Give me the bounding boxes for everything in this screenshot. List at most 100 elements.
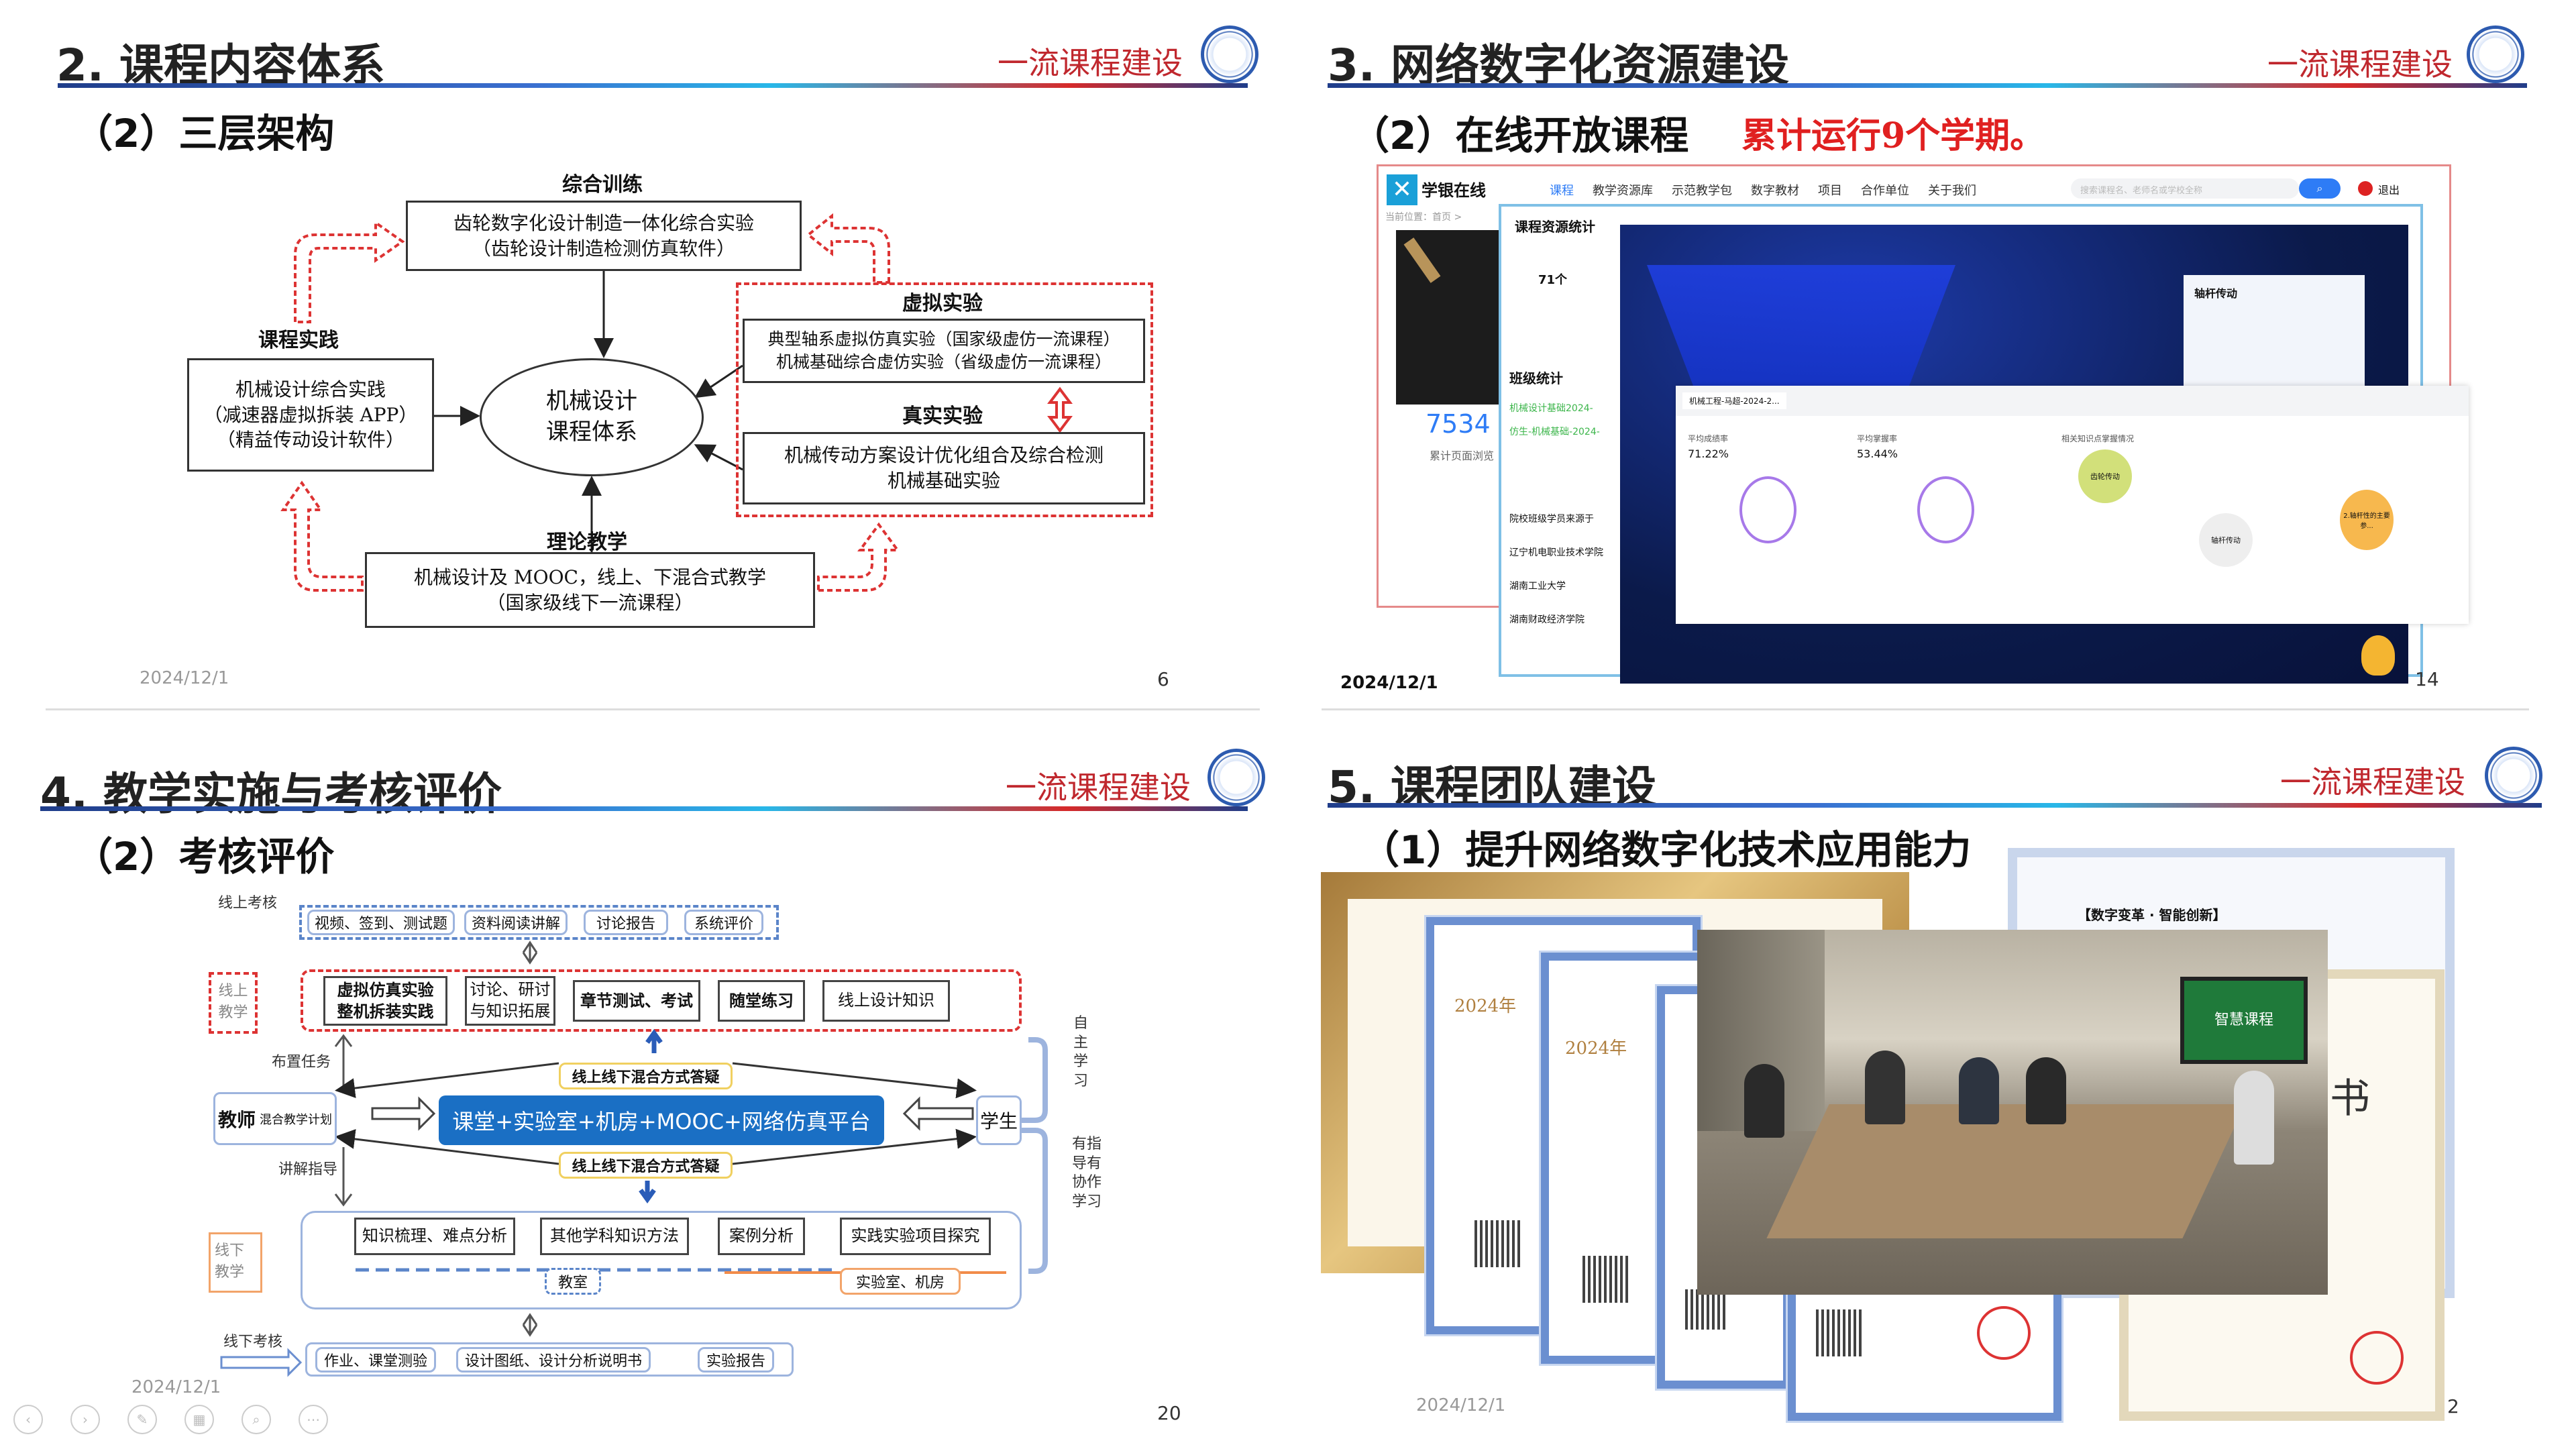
previous-slide-icon[interactable]: ‹ [13, 1405, 43, 1434]
more-options-icon[interactable]: ⋯ [299, 1405, 328, 1434]
site-name: 学银在线 [1421, 181, 1486, 200]
curved-arrow-left-bottom [280, 480, 364, 592]
slide-teaching-assessment[interactable]: 4. 教学实施与考核评价 一流课程建设 （2）考核评价 线上考核 视频、签到、测… [0, 724, 1275, 1449]
brand-label: 一流课程建设 [2267, 46, 2453, 83]
slide-date: 2024/12/1 [131, 1377, 221, 1397]
photo-person [2026, 1057, 2066, 1124]
search-icon[interactable]: ⌕ [2299, 178, 2341, 199]
class-select[interactable]: 机械工程-马超-2024-2... [1682, 392, 1786, 409]
box-real-experiment: 机械传动方案设计优化组合及综合检测机械基础实验 [743, 432, 1145, 504]
qr-code [1816, 1309, 1863, 1356]
avg-score-label: 平均成绩率 [1688, 434, 1729, 443]
screen-text: 智慧课程 [2214, 1012, 2273, 1028]
school-item: 湖南工业大学 [1509, 581, 1566, 592]
site-logo-icon: ✕ [1387, 174, 1417, 205]
offline-assess-item: 作业、课堂测验 [315, 1346, 437, 1373]
breadcrumb: 当前位置：首页 > [1385, 212, 1462, 223]
online-teach-group: 虚拟仿真实验 整机拆装实践 讨论、研讨 与知识拓展 章节测试、考试 随堂练习 线… [301, 969, 1022, 1032]
online-teach-label: 线上教学 [209, 972, 258, 1034]
slide-divider [46, 708, 1260, 710]
course-cover-image [1396, 230, 1503, 405]
explain-arrow [334, 1147, 353, 1207]
team-meeting-photo: 智慧课程 [1697, 930, 2328, 1295]
class-item[interactable]: 机械设计基础2024- [1509, 403, 1593, 414]
nav-item[interactable]: 项目 [1818, 184, 1842, 198]
avg-mastery-label: 平均掌握率 [1857, 434, 1898, 443]
nav-item[interactable]: 课程 [1550, 184, 1574, 198]
online-teach-item: 随堂练习 [718, 979, 805, 1022]
slide-course-team[interactable]: 5. 课程团队建设 一流课程建设 （1）提升网络数字化技术应用能力 【数字变革 … [1308, 724, 2576, 1449]
avg-score-value: 71.22% [1688, 447, 1729, 460]
pen-icon[interactable]: ✎ [127, 1405, 157, 1434]
logout-link[interactable]: 退出 [2378, 184, 2400, 197]
online-teach-item: 虚拟仿真实验 整机拆装实践 [323, 975, 447, 1026]
slide-course-content[interactable]: 2. 课程内容体系 一流课程建设 （2）三层架构 综合训练 齿轮数字化设计制造一… [0, 0, 1275, 711]
qa-arrow [732, 1128, 977, 1165]
site-search-input[interactable]: 搜索课程名、老师名或学校全称 [2071, 178, 2299, 199]
box-line: 机械设计综合实践 [235, 378, 386, 400]
avatar[interactable] [2358, 181, 2373, 196]
site-nav: 课程 教学资源库 示范教学包 数字教材 项目 合作单位 关于我们 [1550, 181, 1976, 199]
zoom-icon[interactable]: ⌕ [241, 1405, 271, 1434]
box-comprehensive-training: 齿轮数字化设计制造一体化综合实验（齿轮设计制造检测仿真软件） [406, 201, 802, 271]
nav-item[interactable]: 教学资源库 [1593, 184, 1653, 198]
down-arrow-blue [639, 1181, 656, 1204]
slide-subtitle: （2）三层架构 [74, 111, 335, 156]
center-line: 机械设计 [546, 388, 637, 415]
photo-person [1865, 1051, 1905, 1124]
graph-label: 相关知识点掌握情况 [2061, 434, 2135, 443]
platform-banner: 课堂+实验室+机房+MOOC+网络仿真平台 [439, 1095, 884, 1145]
qa-arrow [335, 1062, 559, 1098]
class-item[interactable]: 仿生-机械基础-2024- [1509, 427, 1600, 437]
qr-code [1474, 1220, 1521, 1267]
nav-item[interactable]: 关于我们 [1928, 184, 1976, 198]
nav-item[interactable]: 数字教材 [1751, 184, 1799, 198]
cert-book-text: 书 [2330, 1075, 2370, 1122]
experiment-group [736, 282, 1153, 517]
up-arrow-blue [645, 1028, 663, 1053]
header-line [1328, 803, 2542, 808]
online-assess-item: 系统评价 [684, 910, 764, 935]
offline-teach-item: 案例分析 [718, 1218, 805, 1255]
nav-item[interactable]: 合作单位 [1861, 184, 1909, 198]
online-assess-label: 线上考核 [218, 895, 278, 912]
offline-teach-group [301, 1211, 1022, 1309]
self-study-arrow [1022, 1037, 1048, 1123]
graph-node[interactable]: 齿轮传动 [2078, 449, 2132, 503]
slide-title: 3. 网络数字化资源建设 [1328, 40, 1789, 91]
box-line: 机械传动方案设计优化组合及综合检测 [784, 444, 1104, 467]
self-study-label: 自主学习 [1073, 1015, 1089, 1089]
graph-node[interactable]: 2.轴杆性的主要参... [2340, 490, 2394, 550]
guided-study-label: 有指导有协作学习 [1072, 1136, 1102, 1210]
online-assess-item: 资料阅读讲解 [464, 910, 568, 935]
slide-subtitle: （2）在线开放课程 [1350, 113, 1689, 158]
slide-title: 2. 课程内容体系 [56, 40, 385, 91]
school-item: 院校班级学员来源于 [1509, 514, 1594, 525]
mastery-panel: 机械工程-马超-2024-2... 平均成绩率 71.22% 平均掌握率 53.… [1676, 386, 2469, 624]
page-number: 6 [1157, 668, 1169, 690]
page-number: 14 [2415, 668, 2439, 690]
slides-grid-icon[interactable]: ▦ [184, 1405, 214, 1434]
box-theory-teaching: 机械设计及 MOOC，线上、下混合式教学（国家级线下一流课程） [365, 552, 815, 628]
university-logo-icon [1201, 25, 1258, 83]
graph-node[interactable]: 轴杆传动 [2199, 513, 2253, 567]
cert-year: 2024年 [1454, 996, 1517, 1016]
slide-digital-resources[interactable]: 3. 网络数字化资源建设 一流课程建设 （2）在线开放课程 累计运行9个学期。 … [1308, 0, 2576, 711]
next-slide-icon[interactable]: › [70, 1405, 100, 1434]
qa-arrow [732, 1062, 977, 1099]
diagram-arrows [280, 213, 1073, 592]
nav-item[interactable]: 示范教学包 [1672, 184, 1732, 198]
box-line: （减速器虚拟拆装 APP） [203, 403, 418, 426]
online-assess-group: 视频、签到、测试题 资料阅读讲解 讨论报告 系统评价 [299, 905, 779, 940]
blue-certificate-image [1786, 1279, 2063, 1423]
assign-arrow [334, 1034, 353, 1090]
qa-box-top: 线上线下混合方式答疑 [559, 1063, 733, 1089]
red-seal-icon [1977, 1306, 2031, 1360]
online-assess-item: 讨论报告 [584, 910, 669, 935]
center-course-system: 机械设计课程体系 [480, 358, 704, 476]
photo-screen: 智慧课程 [2180, 977, 2308, 1064]
plan-label: 混合教学计划 [260, 1112, 332, 1127]
mascot-icon [2361, 635, 2395, 676]
offline-assess-group: 作业、课堂测验 设计图纸、设计分析说明书 实验报告 [305, 1342, 794, 1377]
box-line: （精益传动设计软件） [216, 429, 405, 451]
